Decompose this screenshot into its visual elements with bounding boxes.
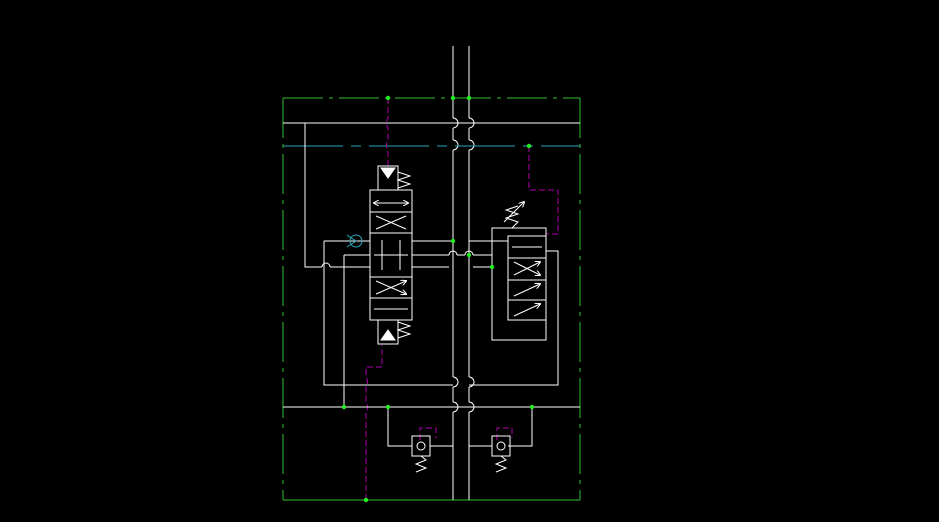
main-supply-lines [452, 46, 475, 500]
node [529, 404, 535, 410]
node [385, 95, 391, 101]
check-valve[interactable] [346, 234, 363, 248]
directional-control-valve[interactable] [369, 165, 413, 345]
node [489, 264, 495, 270]
piping [283, 123, 580, 447]
relief-valve-left[interactable] [411, 435, 431, 473]
node [450, 95, 456, 101]
node [341, 404, 347, 410]
node [526, 143, 532, 149]
connection-nodes [341, 95, 535, 503]
pressure-reducing-valve[interactable] [491, 202, 547, 341]
node [466, 252, 472, 258]
pilot-lines [365, 98, 559, 500]
node [385, 404, 391, 410]
node [466, 95, 472, 101]
node [450, 238, 456, 244]
relief-valve-right[interactable] [491, 435, 511, 473]
node [363, 497, 369, 503]
module-boundary [282, 97, 581, 501]
